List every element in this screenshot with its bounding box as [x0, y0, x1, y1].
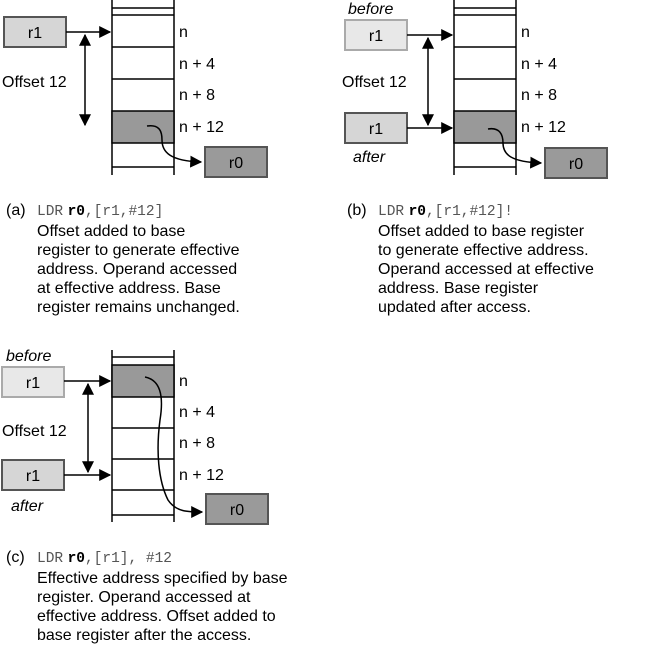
register-r1-before-box — [344, 19, 408, 51]
offset-label: Offset 12 — [2, 74, 67, 91]
destination-r0-box — [204, 146, 268, 178]
address-label: n + 8 — [179, 87, 215, 104]
after-label: after — [11, 498, 44, 515]
caption-line: at effective address. Base — [37, 280, 221, 297]
address-label: n + 4 — [521, 56, 557, 73]
address-label: n — [521, 24, 530, 41]
register-r1-box — [3, 16, 67, 48]
caption-a: (a) LDR r0,[r1,#12] Offset added to base… — [6, 201, 306, 321]
caption-line: register remains unchanged. — [37, 299, 240, 316]
diagram-a: r1 Offset 12 n n + 4 n + 8 n + 12 r0 — [2, 0, 268, 178]
caption-line: address. Base register — [378, 280, 539, 297]
address-label: n + 8 — [179, 435, 215, 452]
address-label: n + 8 — [521, 87, 557, 104]
memory-cell-highlight — [453, 110, 517, 144]
register-r1-after-box — [344, 112, 408, 144]
before-label: before — [6, 348, 51, 365]
caption-line: Offset added to base register — [378, 223, 585, 240]
destination-r0-box — [205, 493, 269, 525]
address-label: n + 12 — [179, 119, 224, 136]
destination-r0-box — [544, 147, 608, 179]
instruction-code: LDR r0,[r1,#12] — [37, 204, 164, 220]
caption-line: to generate effective address. — [378, 242, 589, 259]
caption-c: (c) LDR r0,[r1], #12 Effective address s… — [6, 548, 346, 652]
caption-line: Operand accessed at effective — [378, 261, 594, 278]
offset-label: Offset 12 — [2, 423, 67, 440]
load-curve-arrow — [487, 127, 543, 169]
caption-b: (b) LDR r0,[r1,#12]! Offset added to bas… — [347, 201, 645, 321]
register-r1-after-label: r1 — [26, 468, 40, 485]
register-r1-before-label: r1 — [369, 28, 383, 45]
address-label: n + 12 — [521, 119, 566, 136]
caption-line: Offset added to base — [37, 223, 186, 240]
memory-cell-highlight — [111, 110, 175, 144]
instruction-code: LDR r0,[r1,#12]! — [378, 204, 513, 220]
caption-tag: (c) — [6, 549, 25, 566]
address-label: n + 12 — [179, 467, 224, 484]
caption-line: Effective address specified by base — [37, 570, 288, 587]
caption-body: LDR r0,[r1,#12] Offset added to base reg… — [37, 201, 240, 317]
diagram-b: before r1 Offset 12 r1 after n n + 4 n +… — [342, 0, 608, 179]
register-r1-label: r1 — [28, 25, 42, 42]
memory-column — [111, 0, 175, 175]
load-curve-arrow — [144, 376, 204, 518]
after-label: after — [353, 149, 386, 166]
address-label: n — [179, 373, 188, 390]
caption-line: register to generate effective — [37, 242, 240, 259]
caption-line: base register after the access. — [37, 627, 252, 644]
destination-r0-label: r0 — [229, 155, 243, 172]
before-label: before — [348, 1, 393, 18]
address-label: n — [179, 24, 188, 41]
caption-tag: (a) — [6, 202, 26, 219]
address-label: n + 4 — [179, 56, 215, 73]
diagram-c: before r1 Offset 12 r1 after n n + 4 n +… — [1, 348, 269, 525]
offset-label: Offset 12 — [342, 74, 407, 91]
register-r1-before-box — [1, 366, 65, 398]
caption-body: LDR r0,[r1], #12 Effective address speci… — [37, 548, 288, 645]
instruction-code: LDR r0,[r1], #12 — [37, 551, 172, 567]
caption-tag: (b) — [347, 202, 367, 219]
caption-line: address. Operand accessed — [37, 261, 238, 278]
destination-r0-label: r0 — [230, 502, 244, 519]
caption-line: effective address. Offset added to — [37, 608, 276, 625]
address-label: n + 4 — [179, 404, 215, 421]
memory-column — [453, 0, 517, 175]
memory-column — [111, 350, 175, 522]
load-curve-arrow — [146, 124, 203, 168]
memory-cell-highlight — [111, 364, 175, 398]
register-r1-before-label: r1 — [26, 375, 40, 392]
register-r1-after-label: r1 — [369, 121, 383, 138]
caption-body: LDR r0,[r1,#12]! Offset added to base re… — [378, 201, 594, 317]
destination-r0-label: r0 — [569, 156, 583, 173]
caption-line: updated after access. — [378, 299, 531, 316]
caption-line: register. Operand accessed at — [37, 589, 251, 606]
